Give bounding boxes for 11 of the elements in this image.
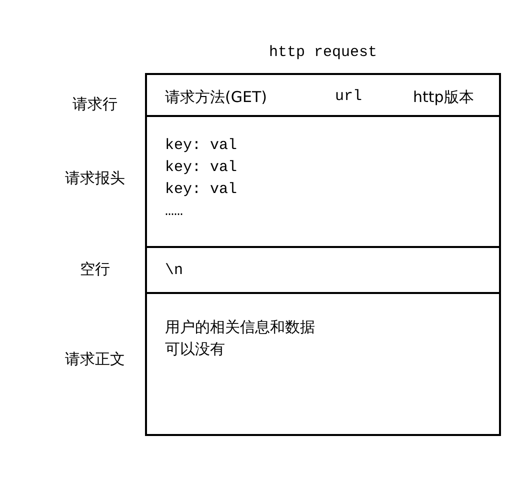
- section-text: 请求方法(GET): [165, 88, 267, 107]
- section-text: url: [335, 88, 362, 105]
- section-text: 用户的相关信息和数据可以没有: [165, 317, 316, 360]
- section-text: key: val key: val key: val ……: [165, 136, 238, 222]
- section-label: 空行: [79, 260, 111, 279]
- section-text: http版本: [413, 88, 474, 107]
- section-text: \n: [165, 262, 184, 279]
- section-label: 请求正文: [64, 350, 126, 369]
- section-label: 请求行: [72, 95, 118, 114]
- section-label: 请求报头: [64, 169, 126, 188]
- diagram-title: http request: [268, 44, 378, 61]
